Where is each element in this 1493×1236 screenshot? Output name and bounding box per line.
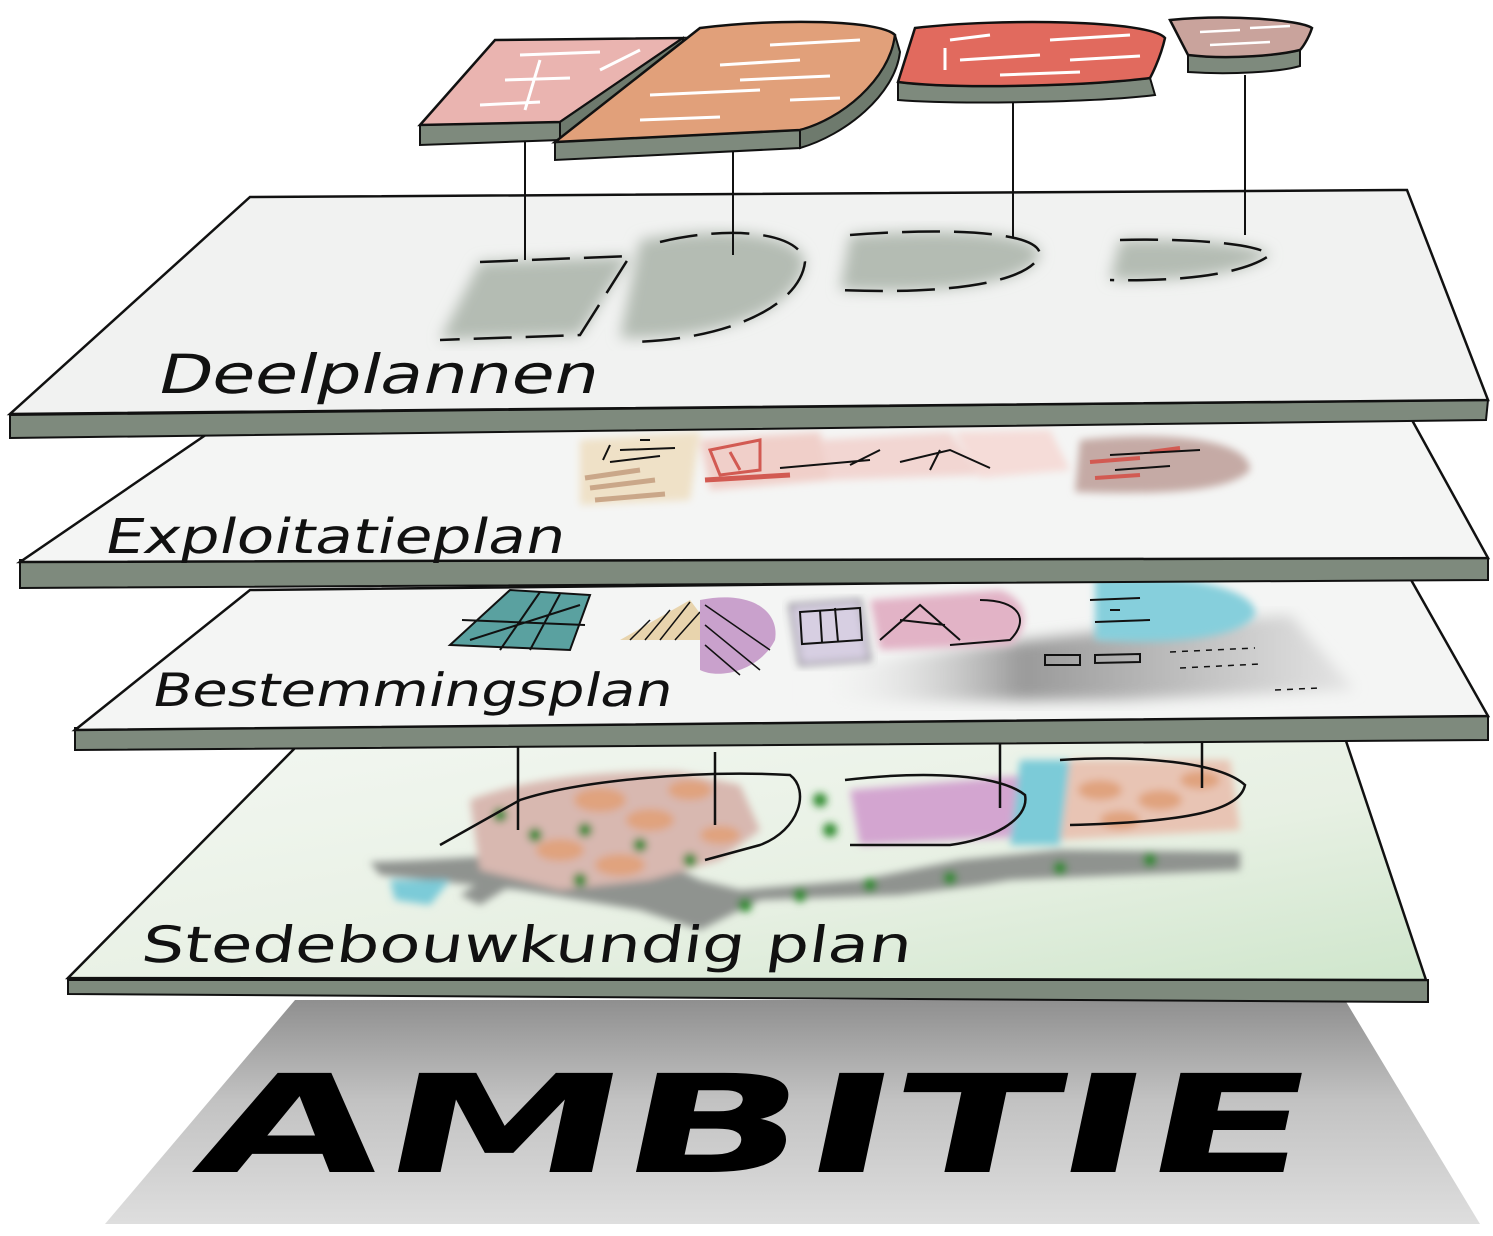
deelplannen-layer: Deelplannen bbox=[6, 188, 1490, 440]
zoning-map bbox=[447, 576, 1355, 702]
stedebouwkundig-layer: Stedebouwkundig plan bbox=[65, 736, 1429, 1004]
connector-lines bbox=[524, 75, 1246, 260]
bestemmingsplan-layer: Bestemmingsplan bbox=[71, 576, 1491, 752]
deelplannen-label: Deelplannen bbox=[152, 343, 608, 406]
ambitie-sheet bbox=[105, 1000, 1480, 1224]
exploitatieplan-label: Exploitatieplan bbox=[100, 509, 572, 564]
urban-plan-map bbox=[370, 760, 1240, 930]
bestemmingsplan-label: Bestemmingsplan bbox=[148, 663, 679, 716]
subplan-blocks bbox=[417, 16, 1314, 162]
subplan-shadows bbox=[440, 231, 1270, 340]
subplan-block-orange bbox=[551, 20, 902, 162]
subplan-footprints bbox=[439, 230, 1272, 344]
exploitation-map bbox=[580, 430, 1250, 505]
ambitie-layer: AMBITIE bbox=[105, 1000, 1480, 1224]
subplan-block-red bbox=[896, 20, 1167, 104]
ambitie-label: AMBITIE bbox=[184, 1046, 1328, 1204]
subplan-block-mauve bbox=[1168, 16, 1314, 75]
urban-plan-outlines bbox=[439, 738, 1247, 862]
stedebouwkundig-label: Stedebouwkundig plan bbox=[138, 915, 916, 974]
exploitatieplan-layer: Exploitatieplan bbox=[15, 418, 1491, 590]
stedebouwkundig-sheet-edge bbox=[67, 979, 1429, 1004]
